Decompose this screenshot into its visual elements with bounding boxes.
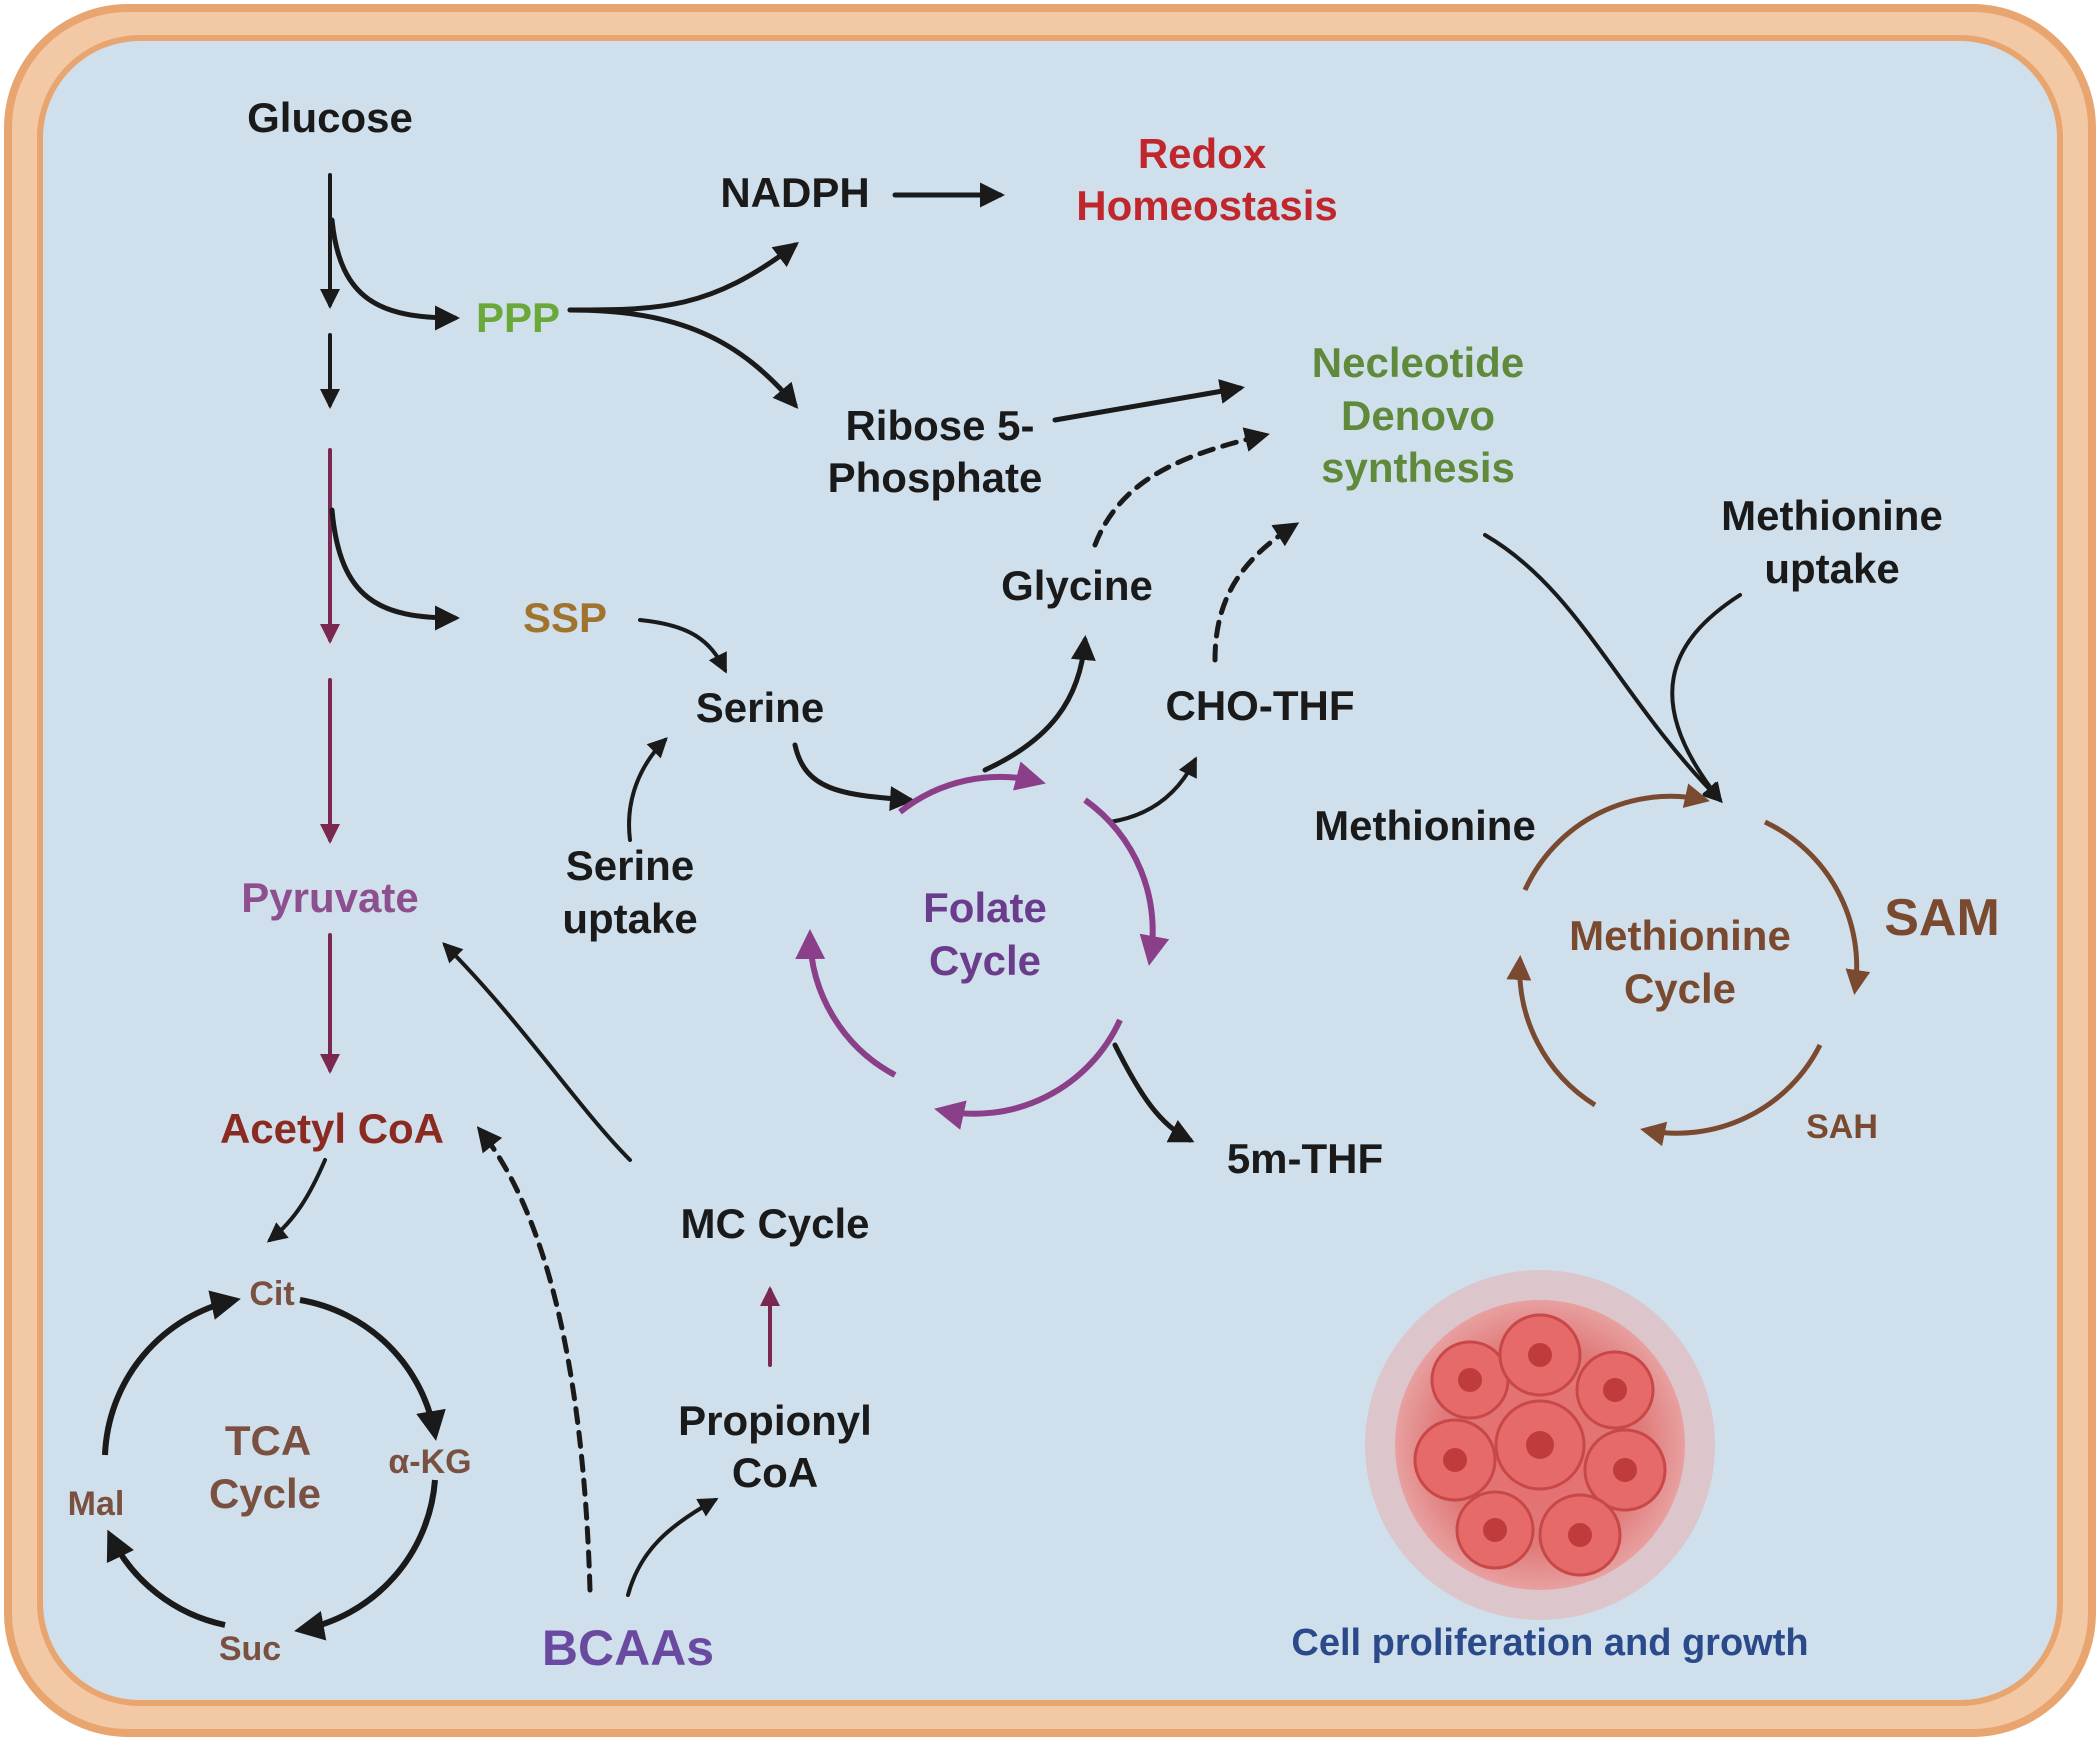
serine-uptake-label-2: uptake xyxy=(562,895,697,942)
methionine-label: Methionine xyxy=(1314,802,1536,849)
akg-label: α-KG xyxy=(388,1443,471,1481)
methionine-cycle-label-2: Cycle xyxy=(1624,965,1736,1012)
tca-arc-top-left xyxy=(102,1290,241,1456)
suc-label: Suc xyxy=(219,1630,281,1668)
arrow-serine-folate xyxy=(792,742,915,812)
tca-cycle-label-1: TCA xyxy=(225,1417,311,1464)
methionine-uptake-label-1: Methionine xyxy=(1721,492,1943,539)
ribose-label-1: Ribose 5- xyxy=(845,402,1034,449)
serine-label: Serine xyxy=(696,684,824,731)
redox-label-1: Redox xyxy=(1138,130,1267,177)
folate-cycle-ring xyxy=(795,761,1170,1130)
glycine-label: Glycine xyxy=(1001,562,1153,609)
ppp-label: PPP xyxy=(476,294,560,341)
redox-label-2: Homeostasis xyxy=(1076,182,1337,229)
cell-inner-membrane xyxy=(37,35,2063,1706)
glucose-label: Glucose xyxy=(247,94,413,141)
tca-cycle-label-2: Cycle xyxy=(209,1470,321,1517)
arrow-ribose-nucleotide xyxy=(1052,379,1245,423)
methionine-uptake-label-2: uptake xyxy=(1764,545,1899,592)
nucleotide-label-1: Necleotide xyxy=(1312,339,1524,386)
five-m-thf-label: 5m-THF xyxy=(1227,1135,1383,1182)
arrow-folate-glycine xyxy=(982,635,1096,773)
arrow-to-ppp xyxy=(329,217,460,331)
cho-thf-label: CHO-THF xyxy=(1166,682,1355,729)
methionine-arc-left xyxy=(1506,955,1597,1108)
cit-label: Cit xyxy=(249,1275,294,1313)
propionyl-coa-label-2: CoA xyxy=(732,1449,818,1496)
arrow-ppp-to-ribose xyxy=(567,307,799,409)
mal-label: Mal xyxy=(68,1485,125,1523)
ribose-label-2: Phosphate xyxy=(828,454,1043,501)
folate-cycle-label-1: Folate xyxy=(923,884,1047,931)
arrow-acetyl-cit xyxy=(266,1158,327,1243)
ssp-label: SSP xyxy=(523,594,607,641)
folate-arc-right xyxy=(1083,797,1170,966)
tca-cycle-ring xyxy=(102,1290,446,1641)
arrow-folate-chothf xyxy=(1108,756,1197,824)
arrow-chothf-nucleotide xyxy=(1212,522,1300,663)
propionyl-coa-label-1: Propionyl xyxy=(678,1397,872,1444)
sam-label: SAM xyxy=(1884,889,2000,947)
sah-label: SAH xyxy=(1806,1108,1878,1146)
methionine-arc-right xyxy=(1763,819,1871,995)
folate-arc-left xyxy=(795,929,897,1078)
nadph-label: NADPH xyxy=(720,169,869,216)
bcaas-label: BCAAs xyxy=(542,1620,714,1676)
pathway-arrows xyxy=(266,173,1742,1597)
serine-uptake-label-1: Serine xyxy=(566,842,694,889)
arrow-methionineuptake-cycle xyxy=(1670,593,1742,804)
nucleotide-label-2: Denovo xyxy=(1341,392,1495,439)
arrow-folate-5mthf xyxy=(1112,1042,1195,1143)
arrow-glycine-nucleotide xyxy=(1092,427,1270,548)
methionine-arc-top xyxy=(1522,783,1710,892)
methionine-cycle-label-1: Methionine xyxy=(1569,912,1791,959)
methionine-arc-bottom xyxy=(1640,1043,1823,1147)
tumor-cell-cluster-icon xyxy=(1365,1270,1715,1620)
arrow-bcaas-acetyl xyxy=(476,1126,593,1593)
cell-proliferation-label: Cell proliferation and growth xyxy=(1291,1622,1808,1664)
arrow-nucleotide-methionine xyxy=(1483,533,1723,803)
mc-cycle-label: MC Cycle xyxy=(680,1200,869,1247)
labels: Glucose NADPH Redox Homeostasis PPP Ribo… xyxy=(68,94,2000,1676)
arrow-bcaas-propionyl xyxy=(626,1498,719,1597)
folate-arc-top xyxy=(898,761,1046,815)
tca-arc-bottom-left xyxy=(106,1529,226,1628)
folate-arc-bottom xyxy=(934,1018,1123,1130)
arrow-to-ssp xyxy=(329,507,460,631)
arrow-serineuptake-serine xyxy=(627,737,668,842)
methionine-cycle-ring xyxy=(1506,783,1871,1147)
folate-cycle-label-2: Cycle xyxy=(929,937,1041,984)
arrow-mccycle-pyruvate xyxy=(442,942,632,1162)
acetyl-coa-label: Acetyl CoA xyxy=(220,1105,444,1152)
nucleotide-label-3: synthesis xyxy=(1321,444,1515,491)
pyruvate-label: Pyruvate xyxy=(241,874,418,921)
tca-arc-top-right xyxy=(299,1297,446,1441)
arrow-ssp-serine xyxy=(638,618,727,674)
tca-arc-bottom-right xyxy=(294,1479,438,1641)
